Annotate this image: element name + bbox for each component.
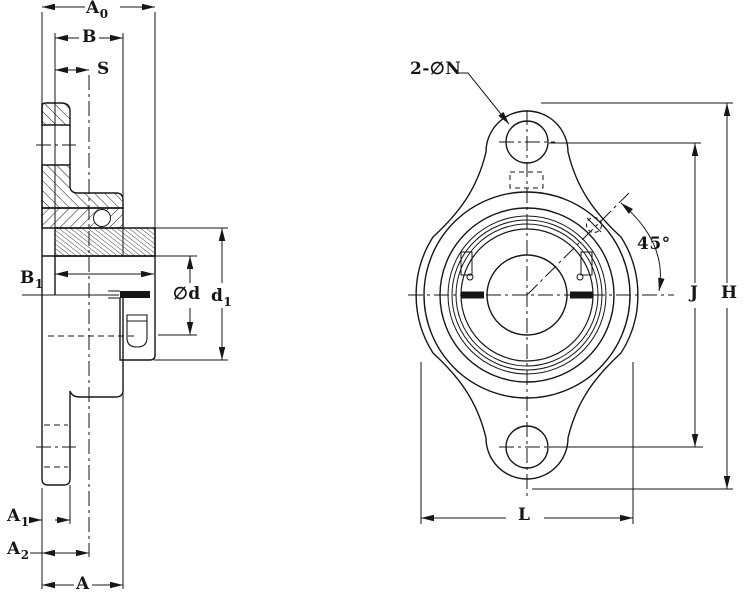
hub-bottom-edge <box>119 298 156 361</box>
center-lines-left <box>36 75 90 557</box>
housing-boss-outline <box>69 295 124 398</box>
label-a: A <box>76 574 90 594</box>
label-s: S <box>97 59 110 79</box>
set-screw-front-right <box>570 291 593 299</box>
side-section-view <box>22 3 228 589</box>
label-b1: B1 <box>20 268 44 291</box>
ball-detail <box>93 209 111 227</box>
label-d1: d1 <box>211 286 232 309</box>
flange-housing-section <box>41 164 124 209</box>
hidden-lines-left <box>44 335 138 468</box>
grease-fitting <box>586 217 602 233</box>
label-a1: A1 <box>7 506 30 529</box>
grease-fitting-cross <box>586 217 602 233</box>
label-bore-diameter: ∅d <box>173 284 201 304</box>
label-a0: A0 <box>86 0 109 21</box>
inner-ring-section <box>54 227 156 257</box>
pocket-pin-left <box>466 273 474 281</box>
label-a2: A2 <box>7 539 30 562</box>
label-j: J <box>690 283 699 303</box>
label-h: H <box>721 283 738 303</box>
cage-pocket-right <box>580 251 593 276</box>
center-lines-right <box>408 110 674 500</box>
flange-bottom-edge <box>41 478 71 486</box>
label-45-degrees: 45° <box>637 234 671 254</box>
dimension-lines-left <box>29 3 226 589</box>
dimension-lines-right <box>421 72 731 522</box>
set-screw-section <box>108 290 150 299</box>
bore-opening <box>43 257 154 294</box>
45-degree-centerline <box>526 192 630 296</box>
front-view <box>408 72 733 524</box>
dim-angle-arc <box>620 202 665 292</box>
label-b: B <box>82 27 97 47</box>
set-screw-body <box>120 291 150 298</box>
bolt-hole-leader <box>456 72 510 125</box>
extension-lines-right <box>420 102 733 524</box>
label-l: L <box>518 505 531 525</box>
label-bolt-holes: 2-∅N <box>410 59 462 79</box>
flange-silhouette <box>415 110 639 480</box>
pocket-pin-right <box>576 273 584 281</box>
flange-top-lug-section <box>41 102 71 126</box>
grub-screw-slot <box>126 314 148 348</box>
cage-pocket-left <box>460 251 473 276</box>
flange-section-geometry <box>41 102 156 294</box>
